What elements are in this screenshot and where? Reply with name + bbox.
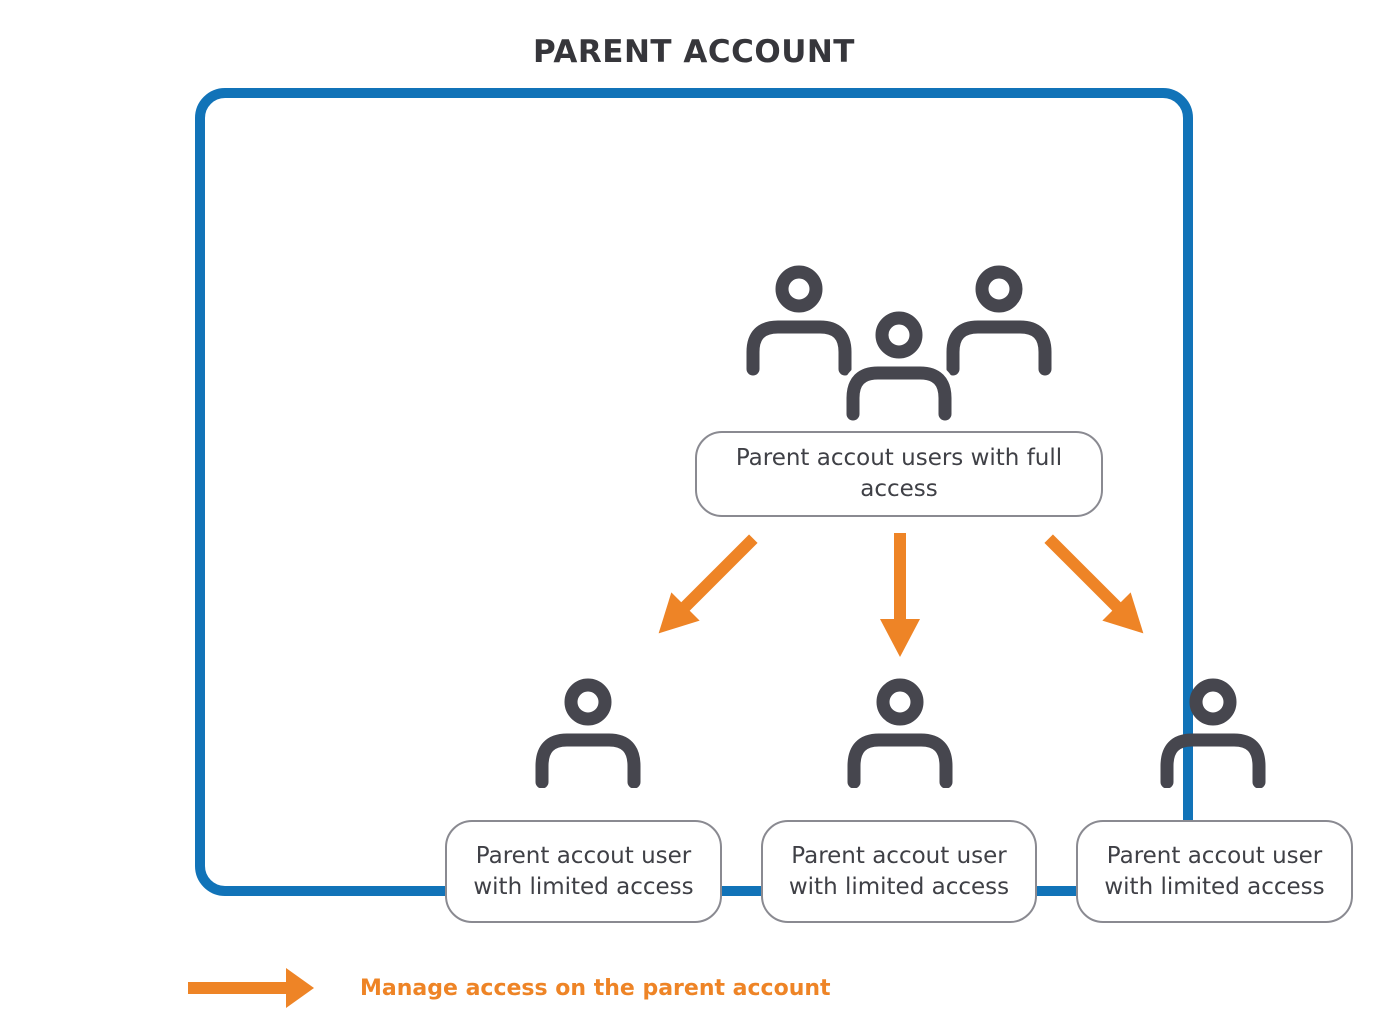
limited-access-label-line1: Parent accout user [791,842,1007,869]
arrow-down-right-icon [1033,523,1159,649]
limited-access-node: Parent accout user with limited access [761,820,1037,923]
limited-access-label-line1: Parent accout user [475,842,692,869]
arrow-right-icon [188,966,314,1010]
user-icon [535,676,641,789]
page-title: PARENT ACCOUNT [533,34,855,70]
legend-label: Manage access on the parent account [360,975,831,1001]
user-icon [1160,676,1266,789]
parent-account-box: Parent accout users with full access [195,88,1353,923]
limited-access-label-line2: with limited access [1104,873,1325,900]
limited-access-node: Parent accout user with limited access [445,820,722,923]
limited-access-label-line1: Parent accout user [1106,842,1323,869]
arrow-down-icon [878,533,922,657]
arrow-down-left-icon [643,523,769,649]
users-group-icon [746,261,1052,426]
limited-access-label-line2: with limited access [473,873,694,900]
full-access-label: Parent accout users with full access [735,445,1063,502]
user-icon [847,676,953,789]
limited-access-label-line2: with limited access [788,873,1010,900]
legend: Manage access on the parent account [188,966,831,1010]
full-access-node: Parent accout users with full access [695,431,1103,517]
limited-access-node: Parent accout user with limited access [1076,820,1353,923]
